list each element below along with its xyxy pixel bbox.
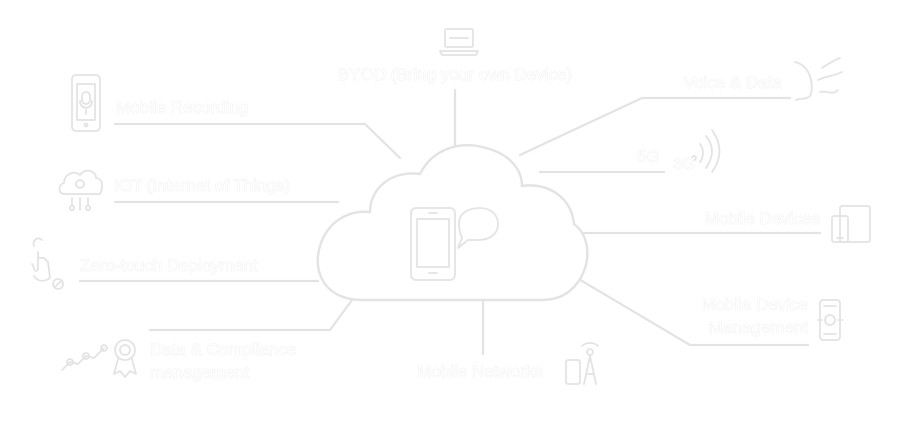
line-mobile-recording — [113, 122, 402, 160]
laptop-icon — [439, 28, 479, 56]
smartphone-chat-icon — [410, 207, 499, 281]
label-byod: BYOD (Bring your own Device) — [338, 65, 572, 84]
iot-cloud-icon — [58, 169, 103, 212]
label-5g: 5G — [637, 147, 660, 166]
touch-hand-icon — [31, 237, 64, 290]
label-mobile-networks: Mobile Networks — [417, 362, 543, 381]
label-mdm-line2: Management — [709, 318, 809, 337]
label-3g-badge: 3G — [673, 154, 696, 173]
line-data-compliance — [148, 298, 354, 332]
voice-waves-icon — [794, 57, 843, 101]
signal-tower-icon — [565, 342, 599, 385]
line-voice-data — [518, 96, 792, 157]
label-iot: IOT (Internet of Things) — [114, 176, 290, 195]
devices-icon — [831, 205, 871, 243]
label-mobile-devices: Mobile Devices — [705, 209, 820, 228]
line-mdm — [575, 276, 810, 347]
label-data-compliance-line2: management — [150, 363, 250, 382]
label-mdm-line1: Mobile Device — [701, 295, 808, 314]
label-data-compliance-line1: Data & Compliance — [150, 340, 296, 359]
compliance-badge-icon — [61, 339, 137, 378]
label-mobile-recording: Mobile Recording — [116, 98, 248, 117]
wifi-signal-icon — [691, 129, 721, 173]
node-labels: BYOD (Bring your own Device) Mobile Reco… — [80, 65, 821, 383]
cloud-shape — [316, 144, 589, 302]
central-cloud — [316, 144, 589, 302]
connector-lines — [78, 88, 822, 356]
phone-microphone-icon — [71, 74, 101, 132]
device-settings-icon — [817, 299, 843, 341]
label-zero-touch: Zero-touch Deployment — [80, 256, 258, 275]
label-voice-data: Voice & Data — [684, 73, 783, 92]
